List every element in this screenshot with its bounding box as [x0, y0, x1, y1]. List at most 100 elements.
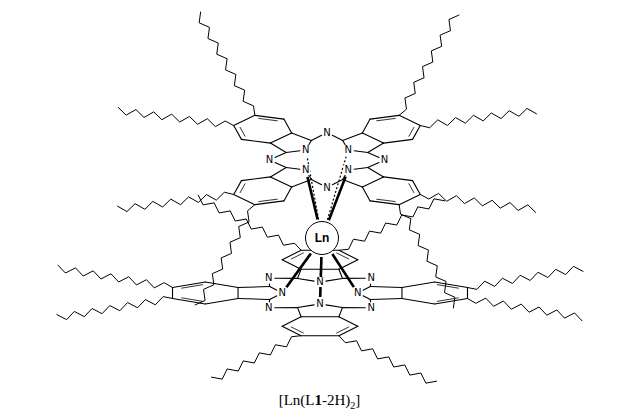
alkyl-chain	[118, 107, 234, 126]
ring-bond	[205, 298, 238, 303]
ring-bond	[282, 317, 301, 326]
ring-bond	[384, 139, 413, 143]
ring-bond	[354, 151, 368, 153]
ring-bond	[370, 287, 402, 288]
ring-bond	[241, 139, 270, 143]
ring-bond	[240, 184, 245, 193]
ring-bond	[342, 307, 365, 308]
ring-bond	[286, 151, 300, 153]
ring-bond	[298, 278, 314, 281]
ring-bond	[172, 288, 173, 299]
alkyl-chain	[57, 297, 173, 320]
ring-bond	[362, 177, 383, 187]
ring-bond	[298, 305, 314, 308]
ring-bond	[291, 327, 303, 333]
ring-bond	[326, 278, 342, 281]
ring-bond	[363, 287, 370, 291]
metal-center: Ln	[305, 221, 339, 255]
ring-bond	[337, 327, 349, 333]
atom-label: N	[278, 288, 287, 298]
ring-bond	[401, 288, 402, 299]
ring-bond	[362, 187, 370, 201]
atom-label: N	[301, 145, 310, 155]
ring-bond	[275, 307, 298, 308]
atom-label: N	[343, 165, 352, 175]
ring-bond	[291, 253, 303, 259]
ring-bond	[286, 167, 300, 169]
atom-label: N	[353, 288, 362, 298]
ring-bond	[339, 317, 358, 326]
alkyl-chain	[399, 205, 455, 309]
atom-label: N	[322, 183, 331, 193]
ring-bond	[377, 118, 396, 120]
ring-bond	[435, 282, 468, 287]
ring-bond	[270, 133, 291, 143]
ring-bond	[332, 135, 342, 140]
alkyl-chain	[420, 193, 536, 212]
ring-bond	[270, 143, 286, 152]
ring-bond	[270, 287, 277, 291]
ring-bond	[402, 298, 435, 303]
ring-bond	[435, 298, 468, 303]
ring-bond	[301, 335, 339, 336]
ring-bond	[270, 296, 277, 300]
ring-bond	[270, 167, 286, 176]
ring-bond	[368, 143, 384, 152]
ring-bond	[238, 287, 270, 288]
ring-bond	[182, 285, 203, 289]
ring-bond	[182, 298, 203, 302]
ring-bond	[238, 298, 270, 299]
alkyl-chain	[117, 192, 233, 211]
coordination-bond	[332, 254, 354, 287]
ring-bond	[240, 127, 245, 136]
ring-bond	[343, 133, 363, 141]
ring-bond	[362, 133, 383, 143]
ring-bond	[342, 278, 365, 279]
ring-bond	[282, 326, 301, 335]
ring-bond	[339, 308, 342, 317]
atom-label: N	[367, 303, 376, 313]
atom-label: N	[301, 165, 310, 175]
ring-bond	[384, 177, 413, 181]
ring-bond	[437, 285, 458, 289]
metal-symbol: Ln	[315, 231, 330, 245]
alkyl-chain	[339, 336, 437, 383]
ring-bond	[269, 284, 270, 286]
ring-bond	[234, 115, 255, 125]
atom-label: N	[367, 273, 376, 283]
ring-bond	[339, 250, 358, 259]
atom-label: N	[315, 277, 324, 287]
alkyl-chain	[467, 266, 583, 289]
coordination-bond	[320, 257, 322, 275]
ring-bond	[377, 199, 396, 201]
atom-label: N	[343, 145, 352, 155]
ring-bond	[467, 288, 468, 299]
ring-bond	[370, 284, 371, 286]
atom-label: N	[322, 128, 331, 138]
atom-label: N	[264, 273, 273, 283]
ring-bond	[368, 167, 384, 176]
ring-bond	[284, 119, 292, 133]
ring-bond	[363, 296, 370, 300]
ring-bond	[173, 282, 206, 287]
alkyl-chain	[467, 298, 582, 321]
ring-bond	[370, 298, 402, 299]
ring-bond	[270, 177, 291, 187]
ring-bond	[370, 299, 371, 301]
ring-bond	[275, 153, 286, 158]
ring-bond	[326, 305, 342, 308]
alkyl-chain	[211, 336, 301, 379]
ring-bond	[354, 167, 368, 169]
coordination-bond	[286, 253, 310, 287]
ring-bond	[343, 180, 363, 188]
atom-label: N	[264, 303, 273, 313]
atom-label: N	[315, 299, 324, 309]
ring-bond	[292, 133, 312, 141]
ring-bond	[437, 298, 458, 302]
ring-bond	[402, 282, 435, 287]
ring-bond	[173, 298, 206, 303]
ring-bond	[399, 115, 420, 125]
ring-bond	[259, 199, 278, 201]
alkyl-chain	[420, 108, 536, 127]
ring-bond	[282, 260, 301, 269]
